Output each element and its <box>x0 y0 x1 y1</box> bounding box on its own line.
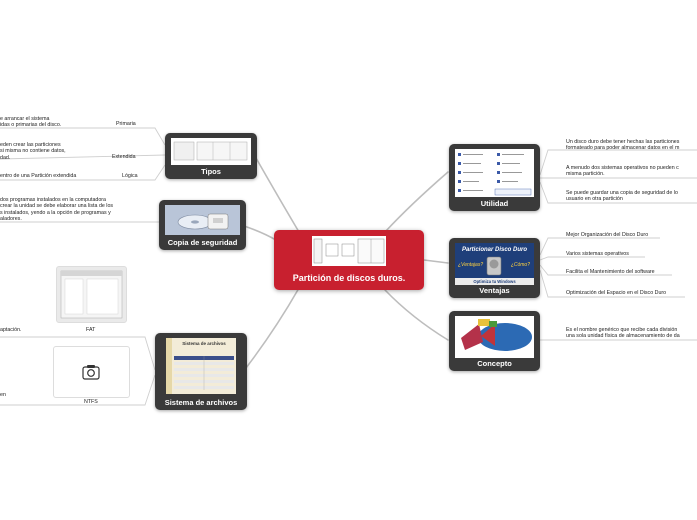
topic-copia-de-seguridad[interactable]: Copia de seguridad <box>159 200 246 250</box>
tipos-extendida-title: Extendida <box>112 154 136 160</box>
text-line: una sola unidad física de almacenamiento… <box>566 333 680 339</box>
ventajas-thumbnail: Particionar Disco Duro ¿Ventajas? ¿Cómo?… <box>455 243 534 285</box>
ntfs-label: NTFS <box>84 399 98 405</box>
fat-image <box>56 266 127 323</box>
sistema-fragment-1: aptación. <box>0 327 22 333</box>
copia-label: Copia de seguridad <box>159 238 246 247</box>
ventajas-item-2: Varios sistemas operativos <box>566 251 629 257</box>
utilidad-item-2: A menudo dos sistemas operativos no pued… <box>566 165 679 178</box>
ventajas-thumb-left: ¿Ventajas? <box>458 262 483 268</box>
text-line: idas o primarias del disco. <box>0 122 61 128</box>
tipos-primaria-text: e arrancar el sistema idas o primarias d… <box>0 116 61 129</box>
sistema-thumbnail: Sistema de archivos <box>166 338 236 394</box>
text-line: usuario en otra partición <box>566 196 678 202</box>
text-line: aladores. <box>0 216 113 222</box>
hard-drive-icon <box>486 256 502 276</box>
tipos-extendida-text: eden crear las particiones si misma no c… <box>0 142 66 161</box>
topic-sistema-de-archivos[interactable]: Sistema de archivos Sistema de archivos <box>155 333 247 410</box>
fat-label: FAT <box>86 327 95 333</box>
tipos-primaria-title: Primaria <box>116 121 136 127</box>
central-topic[interactable]: Partición de discos duros. <box>274 230 424 290</box>
topic-ventajas[interactable]: Particionar Disco Duro ¿Ventajas? ¿Cómo?… <box>449 238 540 298</box>
ventajas-item-4: Optimización del Espacio en el Disco Dur… <box>566 290 666 296</box>
copia-thumbnail <box>165 205 240 235</box>
thumbnail-spine <box>166 338 172 394</box>
text-line: si misma no contiene datos, <box>0 148 66 154</box>
ventajas-thumb-right: ¿Cómo? <box>511 262 530 268</box>
text-line: formateado para poder almacenar datos en… <box>566 145 679 151</box>
utilidad-item-3: Se puede guardar una copia de seguridad … <box>566 190 678 203</box>
ntfs-image <box>53 346 130 398</box>
concepto-thumbnail <box>455 316 534 358</box>
text-line: entro de una Partición extendida <box>0 173 76 179</box>
ventajas-thumb-title: Particionar Disco Duro <box>455 247 534 253</box>
sistema-thumb-table <box>174 356 234 390</box>
tipos-thumbnail <box>171 138 251 165</box>
central-thumbnail <box>312 236 386 266</box>
ventajas-label: Ventajas <box>449 286 540 295</box>
camera-icon <box>82 364 100 380</box>
sistema-thumb-title: Sistema de archivos <box>172 341 236 346</box>
topic-tipos[interactable]: Tipos <box>165 133 257 179</box>
utilidad-label: Utilidad <box>449 199 540 208</box>
concepto-text: Es el nombre genérico que recibe cada di… <box>566 327 680 340</box>
central-title: Partición de discos duros. <box>274 273 424 283</box>
topic-utilidad[interactable]: Utilidad <box>449 144 540 211</box>
text-line: dad. <box>0 155 66 161</box>
tipos-logica-title: Lógica <box>122 173 138 179</box>
ventajas-thumb-footer: Optimiza tu Windows <box>455 278 534 285</box>
ventajas-item-3: Facilita el Mantenimiento del software <box>566 269 655 275</box>
text-line: crear la unidad se debe elaborar una lis… <box>0 203 113 209</box>
concepto-label: Concepto <box>449 359 540 368</box>
sistema-label: Sistema de archivos <box>155 398 247 407</box>
tipos-logica-text: entro de una Partición extendida <box>0 173 76 179</box>
ventajas-item-1: Mejor Organización del Disco Duro <box>566 232 648 238</box>
copia-text: dos programas instalados en la computado… <box>0 197 113 223</box>
topic-concepto[interactable]: Concepto <box>449 311 540 371</box>
sistema-fragment-2: en <box>0 392 6 398</box>
tipos-label: Tipos <box>165 167 257 176</box>
text-line: misma partición. <box>566 171 679 177</box>
utilidad-item-1: Un disco duro debe tener hechas las part… <box>566 139 679 152</box>
utilidad-thumbnail <box>455 149 534 197</box>
